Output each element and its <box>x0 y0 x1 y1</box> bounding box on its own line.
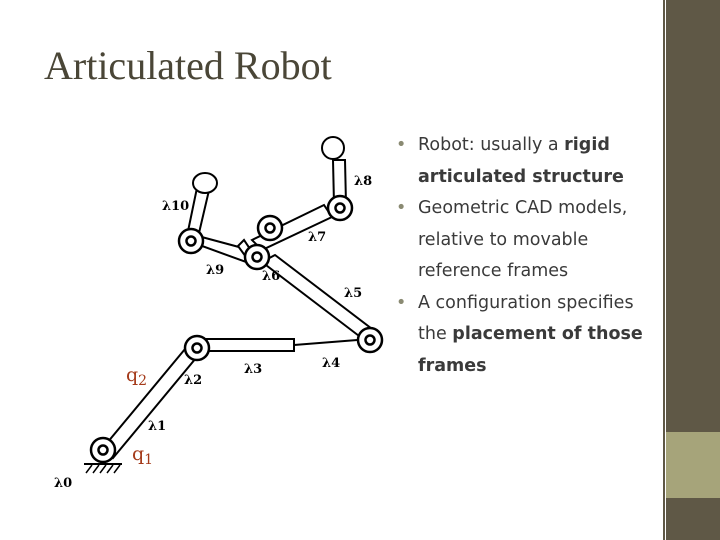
bullet-item: •Geometric CAD models, relative to movab… <box>396 198 628 281</box>
link-label-1: λ1 <box>148 419 166 434</box>
joint-label-q1: q1 <box>132 443 153 468</box>
bullet-item: •A configuration specifies the placement… <box>396 292 643 376</box>
link-label-7: λ7 <box>308 230 326 245</box>
sidebar-accent-block <box>666 432 720 498</box>
link-label-8: λ8 <box>354 174 372 189</box>
link-1-bar <box>100 341 203 460</box>
robot-diagram: λ0 λ1 λ2 λ3 λ4 λ5 λ6 λ7 λ8 λ9 λ10 q2 q1 <box>54 136 384 491</box>
bullet-list: •Robot: usually a rigid articulated stru… <box>394 130 664 382</box>
link-label-2: λ2 <box>184 373 202 388</box>
joint-label-q2: q2 <box>126 364 147 389</box>
end-effector-left <box>192 172 218 194</box>
robot-base <box>84 463 122 474</box>
link-label-3: λ3 <box>244 362 262 377</box>
link-label-9: λ9 <box>206 263 224 278</box>
link-label-5: λ5 <box>344 286 362 301</box>
link-label-4: λ4 <box>322 356 340 371</box>
joint-q1 <box>89 436 117 464</box>
joint-7 <box>326 194 354 222</box>
bullet-item: •Robot: usually a rigid articulated stru… <box>396 135 624 187</box>
link-label-0: λ0 <box>54 476 72 491</box>
joint-3 <box>356 326 384 354</box>
link-2-bar <box>203 338 295 352</box>
joint-6 <box>177 227 205 255</box>
sidebar-divider <box>663 0 665 540</box>
end-effector-top <box>321 136 345 160</box>
joint-4 <box>243 243 271 271</box>
link-label-10: λ10 <box>162 199 189 214</box>
link-label-6: λ6 <box>262 269 280 284</box>
joint-q2 <box>183 334 211 362</box>
robot-joints <box>89 194 384 464</box>
joint-5 <box>256 214 284 242</box>
slide-title: Articulated Robot <box>44 43 332 88</box>
